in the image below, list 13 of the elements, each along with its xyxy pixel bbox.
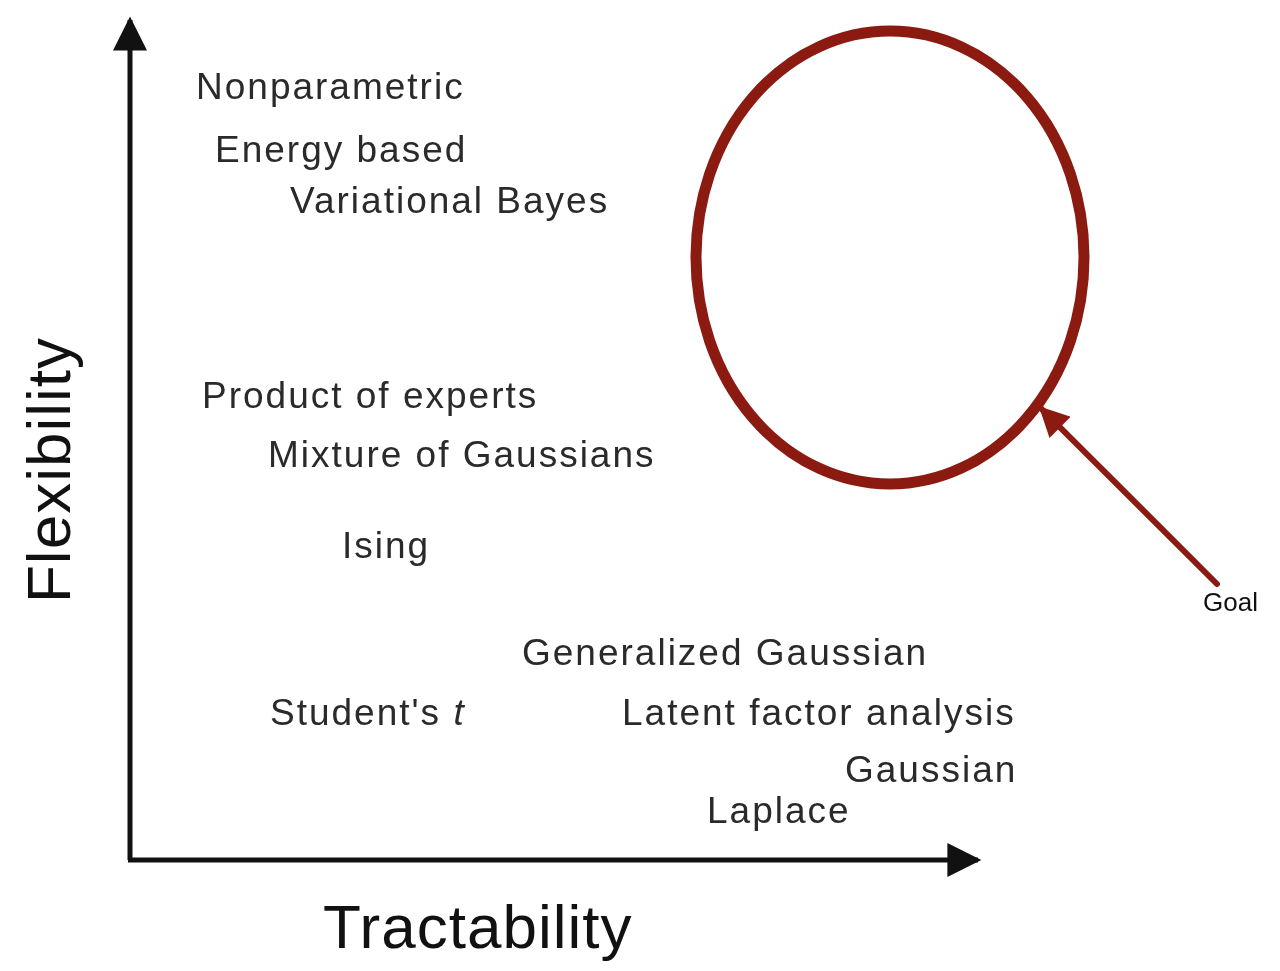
model-label: Nonparametric: [196, 68, 465, 105]
model-label: Laplace: [707, 792, 851, 829]
model-label: Ising: [342, 527, 431, 564]
model-label: Student's t: [270, 694, 466, 731]
model-label: Generalized Gaussian: [522, 634, 929, 671]
model-label: Mixture of Gaussians: [268, 436, 656, 473]
model-label: Variational Bayes: [290, 182, 610, 219]
model-label: Product of experts: [202, 377, 539, 414]
model-label: Latent factor analysis: [622, 694, 1016, 731]
model-label: Gaussian: [845, 751, 1018, 788]
model-label: Energy based: [215, 131, 468, 168]
arrow: [1038, 405, 1220, 587]
goal-label: Goal: [1203, 587, 1267, 617]
